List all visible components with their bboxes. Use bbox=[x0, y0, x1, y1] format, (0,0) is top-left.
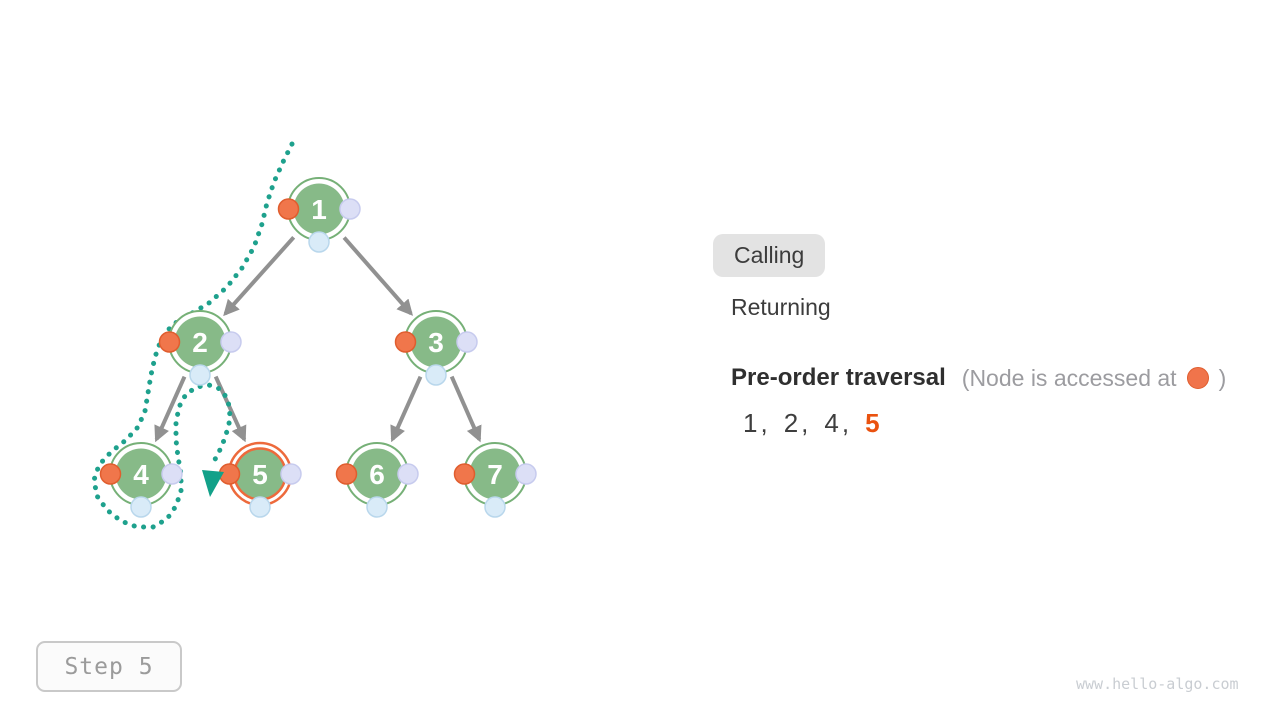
access-dot-icon bbox=[99, 463, 122, 485]
bottom-dot-icon bbox=[425, 364, 447, 386]
step-indicator: Step 5 bbox=[36, 641, 182, 692]
right-dot-icon bbox=[161, 463, 183, 485]
right-dot-icon bbox=[339, 198, 361, 220]
node-circle bbox=[410, 316, 462, 368]
bottom-dot-icon bbox=[366, 496, 388, 518]
edge-2-4 bbox=[154, 375, 187, 443]
access-dot-icon bbox=[394, 331, 417, 353]
access-dot-icon bbox=[158, 331, 181, 353]
edge-2-5 bbox=[213, 375, 247, 443]
node-value: 3 bbox=[428, 327, 444, 358]
legend-returning[interactable]: Returning bbox=[731, 294, 831, 320]
traversal-note-suffix: ) bbox=[1218, 364, 1227, 391]
right-dot-icon bbox=[515, 463, 537, 485]
right-dot-icon bbox=[397, 463, 419, 485]
traversal-title: Pre-order traversal bbox=[731, 364, 946, 391]
node-value: 6 bbox=[369, 459, 385, 490]
tree-node-4: 4 bbox=[99, 442, 183, 518]
sequence-item: 2 bbox=[783, 408, 799, 438]
tree-node-1: 1 bbox=[277, 177, 361, 253]
tree-node-5-current: 5 bbox=[218, 441, 302, 518]
right-dot-icon bbox=[456, 331, 478, 353]
bottom-dot-icon bbox=[484, 496, 506, 518]
sequence-separator: , bbox=[801, 408, 809, 438]
access-dot-icon bbox=[335, 463, 358, 485]
node-value: 2 bbox=[192, 327, 208, 358]
traversal-header: Pre-order traversal (Node is accessed at… bbox=[731, 364, 1226, 392]
access-dot-icon bbox=[453, 463, 476, 485]
node-value: 1 bbox=[311, 194, 327, 225]
edge-3-7 bbox=[449, 375, 482, 443]
traversal-pointer-icon bbox=[202, 470, 224, 497]
tree-node-2: 2 bbox=[158, 310, 242, 386]
node-circle bbox=[174, 316, 226, 368]
bottom-dot-icon bbox=[249, 496, 271, 518]
bottom-dot-icon bbox=[308, 231, 330, 253]
node-value: 4 bbox=[133, 459, 149, 490]
right-dot-icon bbox=[220, 331, 242, 353]
tree-node-7: 7 bbox=[453, 442, 537, 518]
traversal-sequence: 1, 2, 4, 5 bbox=[743, 408, 880, 439]
legend-calling[interactable]: Calling bbox=[713, 234, 826, 277]
traversal-path-dotted bbox=[91, 141, 295, 530]
node-circle bbox=[293, 183, 345, 235]
tree-node-3: 3 bbox=[394, 310, 478, 386]
access-dot-icon bbox=[277, 198, 300, 220]
node-value: 5 bbox=[252, 459, 268, 490]
edge-1-2 bbox=[223, 235, 296, 317]
sequence-item: 4 bbox=[824, 408, 839, 438]
bottom-dot-icon bbox=[189, 364, 211, 386]
sequence-separator: , bbox=[841, 408, 850, 438]
bottom-dot-icon bbox=[130, 496, 152, 518]
node-value: 7 bbox=[487, 459, 503, 490]
sequence-item-current: 5 bbox=[865, 408, 880, 438]
sequence-separator: , bbox=[760, 408, 768, 438]
node-circle bbox=[351, 448, 403, 500]
binary-tree-diagram: 1 2 3 4 5 bbox=[91, 141, 537, 530]
right-dot-icon bbox=[280, 463, 302, 485]
tree-node-6: 6 bbox=[335, 442, 419, 518]
node-circle bbox=[115, 448, 167, 500]
sequence-item: 1 bbox=[743, 408, 758, 438]
watermark: www.hello-algo.com bbox=[1076, 675, 1239, 693]
access-dot-legend-icon bbox=[1186, 367, 1209, 389]
edge-1-3 bbox=[342, 236, 414, 316]
node-circle bbox=[469, 448, 521, 500]
traversal-note-prefix: (Node is accessed at bbox=[961, 364, 1177, 391]
edge-3-6 bbox=[390, 375, 423, 443]
